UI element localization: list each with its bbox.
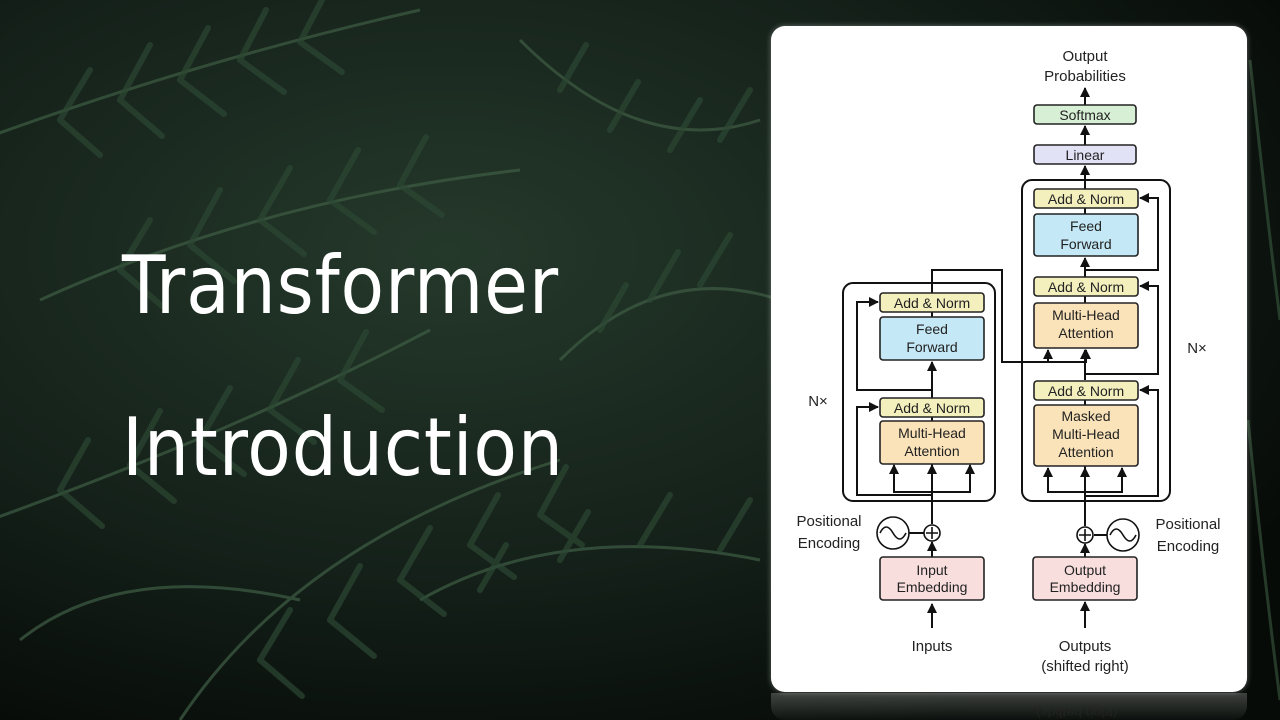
decoder-masked-label-1: Masked (1061, 408, 1110, 424)
linear-label: Linear (1066, 147, 1105, 163)
decoder-masked-attention-block (1033, 404, 1139, 467)
decoder-add-norm-bottom-label: Add & Norm (1048, 383, 1124, 399)
softmax-label: Softmax (1059, 107, 1110, 123)
output-embedding-label-1: Output (1064, 562, 1106, 578)
decoder-stack-frame (1021, 179, 1171, 502)
diagram-card-reflection: (shifted right) (771, 693, 1247, 720)
encoder-feed-forward-label-1: Feed (916, 321, 948, 337)
inputs-label: Inputs (912, 638, 953, 655)
linear-block (1033, 144, 1137, 165)
outputs-label-1: Outputs (1059, 638, 1112, 655)
decoder-positional-label-2: Encoding (1157, 538, 1220, 555)
decoder-positional-label-1: Positional (1155, 516, 1220, 533)
input-embedding-label-2: Embedding (897, 579, 968, 595)
softmax-block (1033, 104, 1137, 125)
decoder-add-norm-middle-block (1033, 276, 1139, 297)
input-embedding-block (879, 556, 985, 601)
decoder-add-norm-bottom-block (1033, 380, 1139, 401)
encoder-nx-label: N× (808, 393, 828, 410)
decoder-masked-label-2: Multi-Head (1052, 426, 1120, 442)
decoder-attention-label-2: Attention (1058, 325, 1113, 341)
decoder-add-norm-top-block (1033, 188, 1139, 209)
encoder-multi-head-attention-block (879, 420, 985, 465)
decoder-nx-label: N× (1187, 340, 1207, 357)
output-embedding-label-2: Embedding (1050, 579, 1121, 595)
encoder-add-plus (926, 527, 938, 539)
encoder-positional-label-2: Encoding (798, 535, 861, 552)
encoder-positional-label-1: Positional (796, 513, 861, 530)
reflection-outputs-label: (shifted right) (1036, 705, 1118, 720)
output-probabilities-label-1: Output (1062, 48, 1108, 65)
encoder-add-norm-bottom-label: Add & Norm (894, 400, 970, 416)
encoder-add-norm-top-block (879, 292, 985, 313)
decoder-feed-forward-label-1: Feed (1070, 218, 1102, 234)
transformer-architecture-diagram: Add & Norm Feed Forward Add & Norm Multi… (796, 48, 1220, 675)
input-embedding-label-1: Input (916, 562, 947, 578)
decoder-feed-forward-block (1033, 213, 1139, 257)
output-embedding-block (1032, 556, 1138, 601)
output-probabilities-label-2: Probabilities (1044, 68, 1126, 85)
encoder-add-norm-bottom-block (879, 397, 985, 418)
decoder-attention-label-1: Multi-Head (1052, 307, 1120, 323)
decoder-add-norm-top-label: Add & Norm (1048, 191, 1124, 207)
transformer-diagram-card: Add & Norm Feed Forward Add & Norm Multi… (771, 26, 1247, 692)
decoder-add-norm-middle-label: Add & Norm (1048, 279, 1124, 295)
slide-title-line-2: Introduction (122, 401, 564, 494)
encoder-add-norm-top-label: Add & Norm (894, 295, 970, 311)
decoder-multi-head-attention-block (1033, 302, 1139, 349)
encoder-attention-label-2: Attention (904, 443, 959, 459)
encoder-feed-forward-label-2: Forward (906, 339, 957, 355)
encoder-attention-label-1: Multi-Head (898, 425, 966, 441)
slide-title-line-1: Transformer (122, 239, 560, 332)
outputs-label-2: (shifted right) (1041, 658, 1129, 675)
decoder-add-plus (1079, 529, 1091, 541)
encoder-stack-frame (842, 282, 996, 502)
decoder-masked-label-3: Attention (1058, 444, 1113, 460)
decoder-feed-forward-label-2: Forward (1060, 236, 1111, 252)
encoder-feed-forward-block (879, 316, 985, 361)
